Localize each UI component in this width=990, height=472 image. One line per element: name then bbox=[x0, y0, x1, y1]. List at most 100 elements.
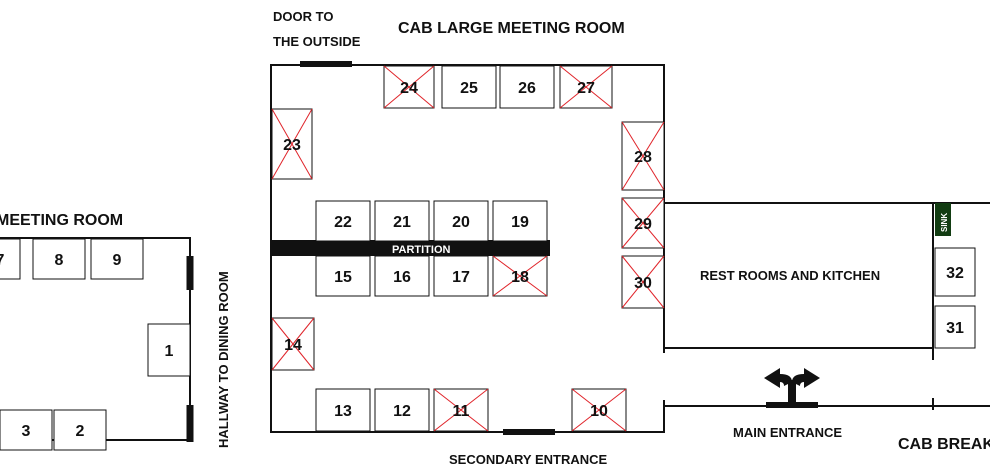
table-number: 8 bbox=[55, 252, 64, 269]
table-number: 3 bbox=[22, 423, 31, 440]
table-number: 20 bbox=[452, 214, 470, 231]
table-15: 15 bbox=[315, 255, 371, 297]
table-box bbox=[0, 409, 53, 451]
table-box bbox=[374, 388, 430, 432]
table-22: 22 bbox=[315, 200, 371, 242]
unavailable-x-mark bbox=[621, 255, 665, 309]
table-box bbox=[90, 238, 144, 280]
table-box bbox=[374, 200, 430, 242]
table-14: 14 bbox=[271, 317, 315, 371]
table-number: 11 bbox=[453, 403, 470, 420]
table-number: 1 bbox=[165, 343, 174, 360]
table-box bbox=[32, 238, 86, 280]
table-box bbox=[499, 65, 555, 109]
table-box bbox=[934, 305, 976, 349]
main-entrance: MAIN ENTRANCE CAB BREAK bbox=[664, 368, 990, 453]
table-box bbox=[315, 388, 371, 432]
table-1: 1 bbox=[147, 323, 191, 377]
table-3: 3 bbox=[0, 409, 53, 451]
unavailable-x-mark bbox=[271, 317, 315, 371]
table-23: 23 bbox=[271, 108, 313, 180]
table-box bbox=[492, 200, 548, 242]
table-number: 10 bbox=[590, 403, 608, 420]
table-10: 10 bbox=[571, 388, 627, 432]
table-28: 28 bbox=[621, 121, 665, 191]
table-16: 16 bbox=[374, 255, 430, 297]
split-arrow-icon bbox=[764, 368, 820, 402]
table-21: 21 bbox=[374, 200, 430, 242]
table-27: 27 bbox=[559, 65, 613, 109]
table-12: 12 bbox=[374, 388, 430, 432]
unavailable-x-mark bbox=[559, 65, 613, 109]
unavailable-x-mark bbox=[621, 197, 665, 249]
table-number: 30 bbox=[634, 275, 652, 292]
breakroom-label: CAB BREAK bbox=[898, 436, 990, 453]
large-room-wall bbox=[270, 64, 665, 433]
table-26: 26 bbox=[499, 65, 555, 109]
sink-label: SINK bbox=[940, 213, 949, 232]
table-number: 19 bbox=[511, 214, 529, 231]
table-number: 29 bbox=[634, 216, 652, 233]
main-entrance-label: MAIN ENTRANCE bbox=[733, 425, 842, 440]
table-9: 9 bbox=[90, 238, 144, 280]
table-32: 32 bbox=[934, 247, 976, 297]
door-outside-label-1: DOOR TO bbox=[273, 9, 333, 24]
table-number: 24 bbox=[400, 80, 418, 97]
table-number: 21 bbox=[393, 214, 411, 231]
large-room-title: CAB LARGE MEETING ROOM bbox=[398, 20, 625, 37]
unavailable-x-mark bbox=[621, 121, 665, 191]
table-24: 24 bbox=[383, 65, 435, 109]
tables: 7891322425262723282221201929151617183014… bbox=[0, 65, 976, 451]
table-31: 31 bbox=[934, 305, 976, 349]
table-number: 27 bbox=[577, 80, 595, 97]
table-number: 12 bbox=[393, 403, 411, 420]
table-box bbox=[441, 65, 497, 109]
table-number: 32 bbox=[946, 265, 964, 282]
table-number: 31 bbox=[946, 320, 964, 337]
unavailable-x-mark bbox=[571, 388, 627, 432]
unavailable-x-mark bbox=[433, 388, 489, 432]
table-box bbox=[0, 238, 21, 280]
table-number: 28 bbox=[634, 149, 652, 166]
table-18: 18 bbox=[492, 255, 548, 297]
table-25: 25 bbox=[441, 65, 497, 109]
door-outside-label-2: THE OUTSIDE bbox=[273, 34, 361, 49]
table-11: 11 bbox=[433, 388, 489, 432]
table-number: 13 bbox=[334, 403, 352, 420]
table-29: 29 bbox=[621, 197, 665, 249]
table-17: 17 bbox=[433, 255, 489, 297]
table-box bbox=[433, 255, 489, 297]
partition-label: PARTITION bbox=[392, 244, 451, 256]
table-box bbox=[934, 247, 976, 297]
table-box bbox=[374, 255, 430, 297]
table-number: 23 bbox=[283, 137, 301, 154]
table-number: 14 bbox=[284, 337, 302, 354]
table-number: 7 bbox=[0, 252, 5, 269]
table-8: 8 bbox=[32, 238, 86, 280]
table-19: 19 bbox=[492, 200, 548, 242]
table-box bbox=[147, 323, 191, 377]
table-2: 2 bbox=[53, 409, 107, 451]
table-number: 17 bbox=[452, 269, 470, 286]
unavailable-x-mark bbox=[271, 108, 313, 180]
table-20: 20 bbox=[433, 200, 489, 242]
table-number: 25 bbox=[460, 80, 478, 97]
left-room-title: MEETING ROOM bbox=[0, 212, 123, 229]
table-number: 26 bbox=[518, 80, 536, 97]
table-box bbox=[53, 409, 107, 451]
table-box bbox=[315, 200, 371, 242]
table-13: 13 bbox=[315, 388, 371, 432]
secondary-entrance-label: SECONDARY ENTRANCE bbox=[449, 452, 608, 467]
table-7: 7 bbox=[0, 238, 21, 280]
table-number: 15 bbox=[334, 269, 352, 286]
sink bbox=[935, 203, 951, 236]
table-number: 9 bbox=[113, 252, 122, 269]
hallway-label: HALLWAY TO DINING ROOM bbox=[216, 271, 231, 448]
restrooms-label: REST ROOMS AND KITCHEN bbox=[700, 268, 880, 283]
unavailable-x-mark bbox=[383, 65, 435, 109]
table-number: 22 bbox=[334, 214, 352, 231]
table-box bbox=[315, 255, 371, 297]
large-meeting-room: DOOR TO THE OUTSIDE CAB LARGE MEETING RO… bbox=[270, 9, 665, 467]
partition-bar bbox=[272, 240, 550, 256]
